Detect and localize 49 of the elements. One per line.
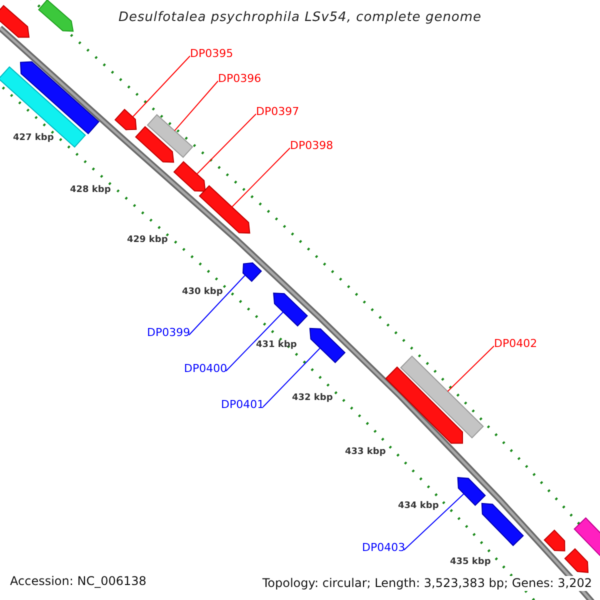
gene-label: DP0401 [221,398,263,411]
gene-feature [242,262,262,282]
scale-label: 430 kbp [182,287,223,298]
gene-label: DP0397 [256,105,298,118]
gene-feature [574,517,600,557]
gene-label: DP0395 [190,47,232,60]
gene-label: DP0399 [147,326,189,339]
accession-text: Accession: NC_006138 [10,574,146,589]
gene-feature [457,477,486,506]
gene-label: DP0398 [290,139,332,152]
leader-line [226,312,284,372]
gene-feature [135,126,174,163]
scale-label: 434 kbp [398,501,439,512]
gene-feature [564,548,589,573]
scale-label: 431 kbp [256,340,297,352]
scale-label: 433 kbp [345,447,386,458]
scale-label: 427 kbp [13,133,54,144]
scale-label: 435 kbp [450,557,491,568]
gene-feature [309,328,346,364]
gene-label: DP0396 [218,72,260,85]
gene-feature [173,161,206,192]
scale-label: 429 kbp [127,235,168,246]
gene-feature [146,114,194,158]
gene-feature [38,0,74,32]
leader-line [404,493,464,550]
gene-feature [114,108,137,130]
gene-label: DP0402 [494,337,536,350]
gene-label: DP0403 [362,541,404,554]
gene-feature [544,530,566,552]
gene-feature [400,356,484,438]
leader-line [174,80,218,132]
leader-line [196,114,256,174]
leader-line [188,274,246,336]
genome-stats-text: Topology: circular; Length: 3,523,383 bp; Genes: 3,202 [262,576,592,591]
scale-label: 428 kbp [70,185,111,196]
gene-feature [273,292,308,327]
leader-line [262,348,321,408]
gene-feature [0,4,30,38]
map-title: Desulfotalea psychrophila LSv54, complete genome [118,9,482,27]
gene-feature [0,66,86,148]
gene-feature [198,185,250,234]
gene-label: DP0400 [184,362,226,375]
gene-feature [20,61,100,134]
leader-line [132,56,190,118]
gene-feature [481,502,524,546]
leader-line [447,346,494,392]
scale-label: 432 kbp [292,393,333,404]
leader-line [231,148,290,208]
gene-feature [385,366,463,444]
